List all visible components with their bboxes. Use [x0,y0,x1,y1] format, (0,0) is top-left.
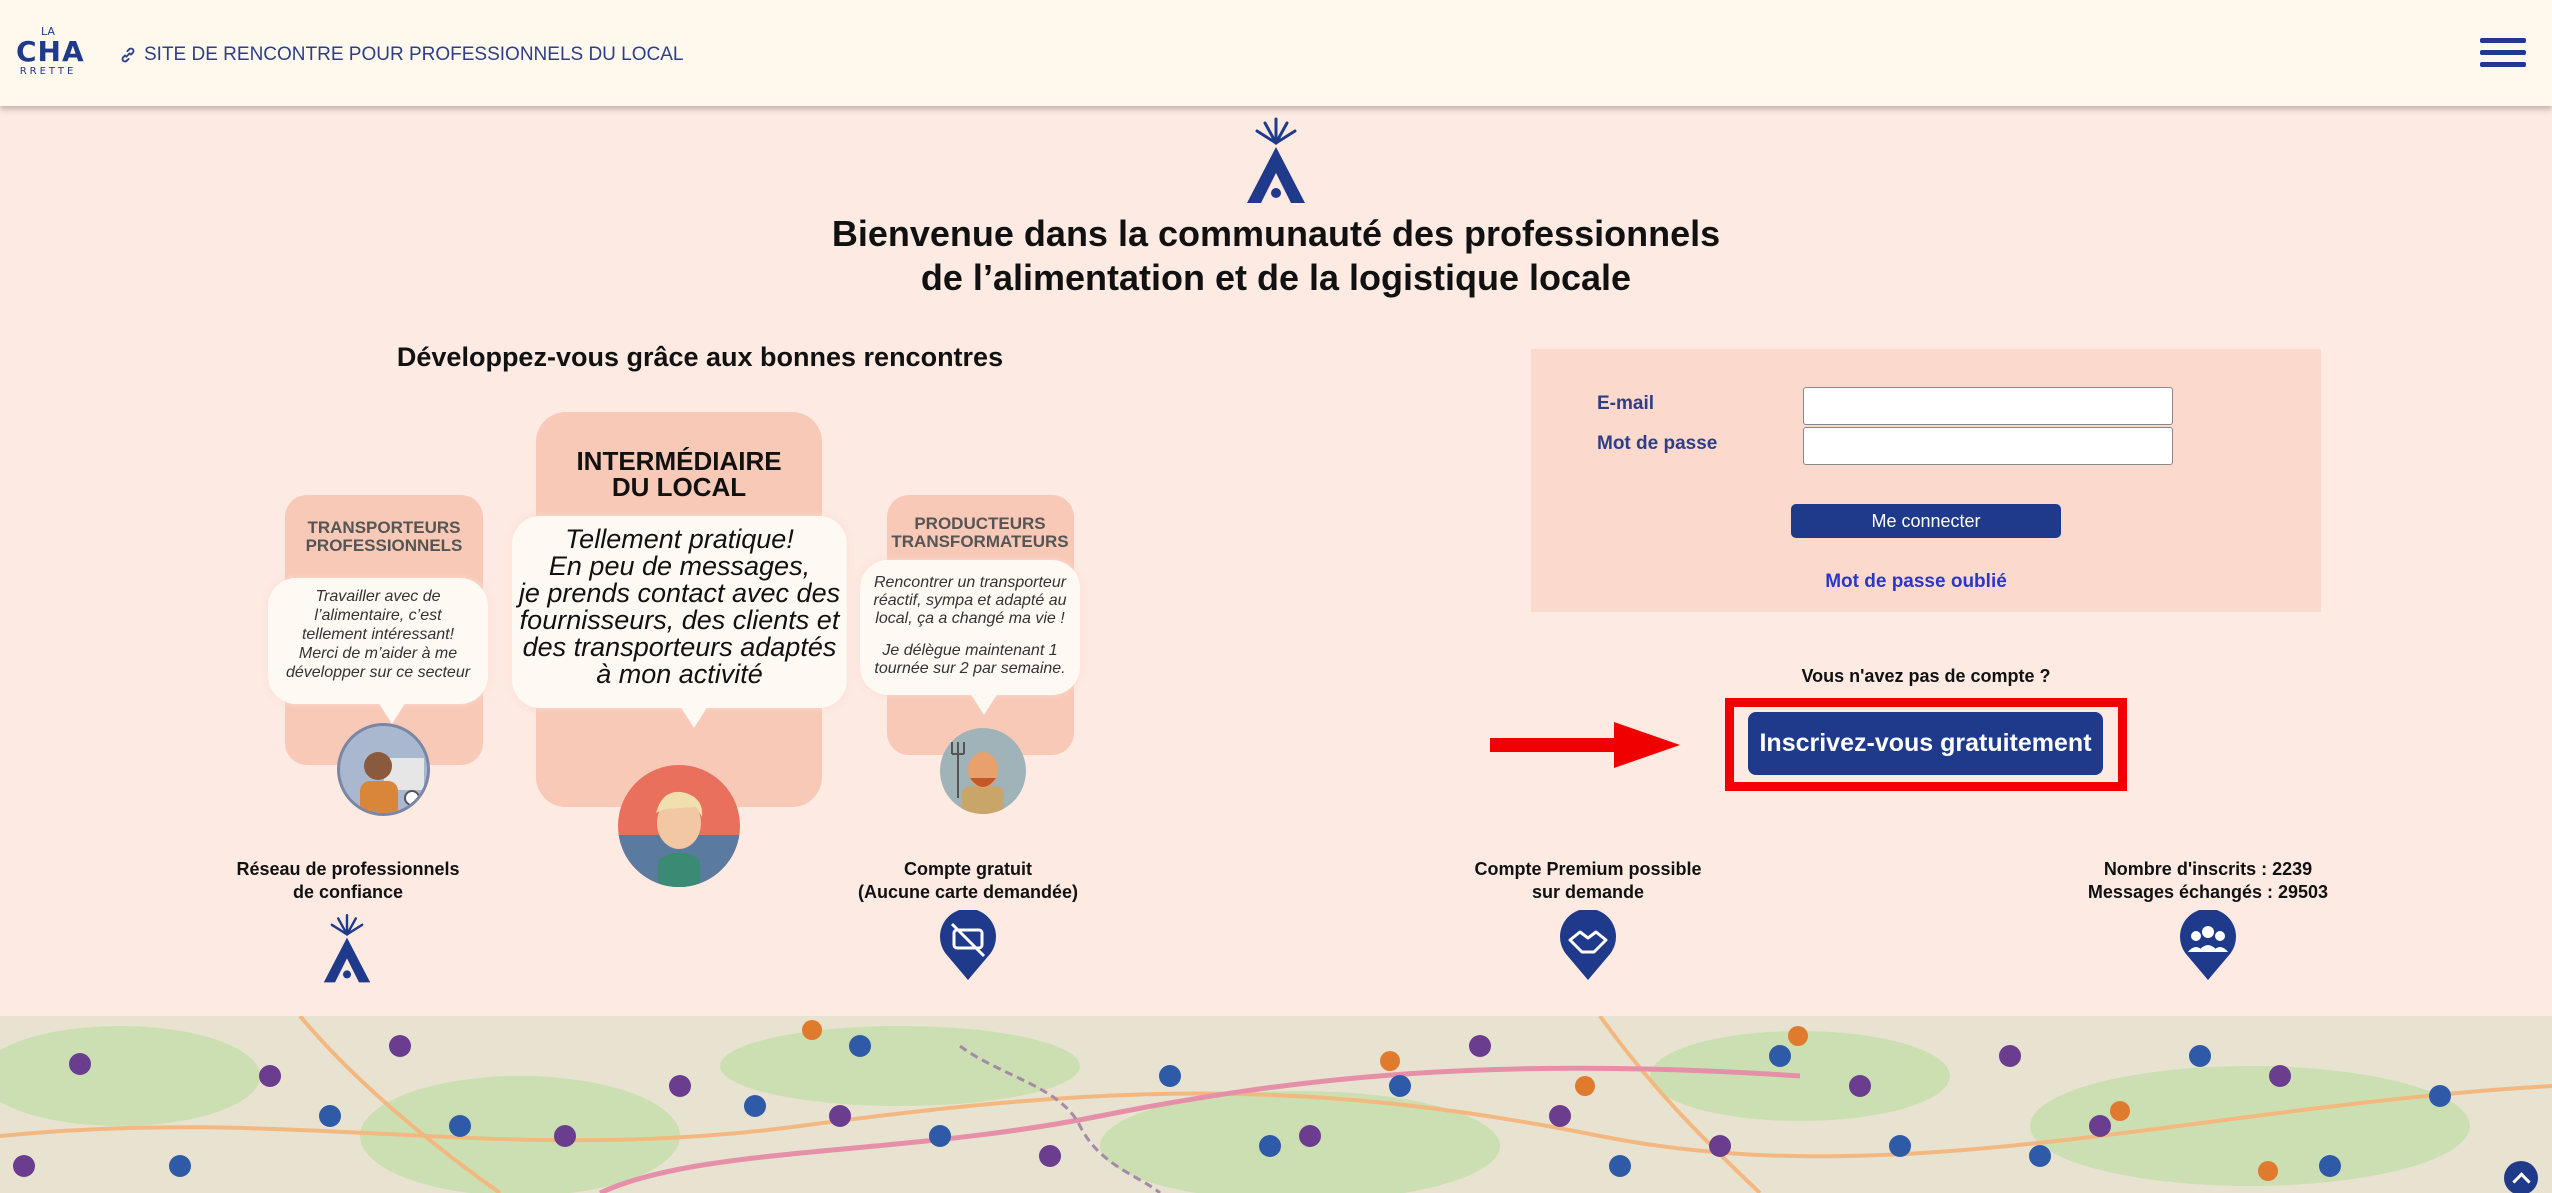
quote-bubble-transporteurs: Travailler avec de l’alimentaire, c’est … [268,578,488,724]
quote-spacer [860,628,1080,642]
site-tagline-link[interactable]: SITE DE RENCONTRE POUR PROFESSIONNELS DU… [118,44,684,66]
feature-line: (Aucune carte demandée) [857,882,1079,902]
password-input[interactable] [1803,427,2173,465]
feature-line: Réseau de professionnels [236,859,460,879]
title-line-1: Bienvenue dans la communauté des profess… [831,213,1721,254]
no-account-text: Vous n'avez pas de compte ? [1801,666,2051,686]
title-line-2: de l’alimentation et de la logistique lo… [920,257,1632,298]
feature-line: Compte Premium possible [1474,859,1702,879]
feature-premium-account: Compte Premium possible sur demande [1398,858,1778,904]
quote-line: Je délègue maintenant 1 [882,642,1058,659]
quote-line: tellement intéressant! [301,626,455,643]
quote-bubble-intermediaire: Tellement pratique! En peu de messages, … [512,516,847,728]
page-title: Bienvenue dans la communauté des profess… [700,212,1852,300]
transporteur-avatar [337,723,430,816]
persona-title-line: PROFESSIONNELS [305,536,463,555]
feature-line: sur demande [1531,882,1645,902]
persona-title-line: TRANSFORMATEURS [891,532,1069,551]
subtitle: Développez-vous grâce aux bonnes rencont… [396,342,1004,372]
quote-line: réactif, sympa et adapté au [873,592,1067,609]
top-navbar: LA CHA RRETTE SITE DE RENCONTRE POUR PRO… [0,0,2552,106]
feature-line: de confiance [292,882,404,902]
link-icon [121,47,135,63]
persona-title-line: PRODUCTEURS [914,514,1046,533]
la-charrette-logo-icon [323,914,371,983]
email-label: E-mail [1597,393,1655,414]
intermediaire-avatar [618,765,740,887]
quote-line: développer sur ce secteur [285,664,471,681]
login-form: E-mail Mot de passe Me connecter Mot de … [1531,349,2321,612]
red-arrow-annotation [1490,722,1680,768]
quote-line: à mon activité [596,659,763,689]
persona-title-line: INTERMÉDIAIRE [576,446,782,476]
feature-trusted-network: Réseau de professionnels de confiance [158,858,538,904]
logo-top-text: LA [41,25,55,38]
quote-line: tournée sur 2 par semaine. [874,660,1066,677]
no-card-pin-icon [940,910,996,980]
scroll-to-top-button[interactable] [2504,1161,2538,1193]
persona-title-line: TRANSPORTEURS [307,518,461,537]
quote-line: local, ça a changé ma vie ! [875,610,1065,627]
forgot-password-link[interactable]: Mot de passe oublié [1825,571,2007,592]
password-label: Mot de passe [1597,433,1718,454]
feature-free-account: Compte gratuit (Aucune carte demandée) [778,858,1158,904]
map-background [0,1016,2552,1193]
tagline-text: SITE DE RENCONTRE POUR PROFESSIONNELS DU… [144,44,684,65]
messages-count: Messages échangés : 29503 [2087,882,2329,902]
email-input[interactable] [1803,387,2173,425]
users-pin-icon [2180,910,2236,980]
handshake-pin-icon [1560,910,1616,980]
producteur-avatar [940,728,1026,814]
persona-title-line: DU LOCAL [611,472,747,502]
quote-line: Tellement pratique! [565,524,794,554]
quote-line: fournisseurs, des clients et [519,605,840,635]
logo-middle-text: CHA [16,35,85,68]
quote-line: Travailler avec de [315,588,441,605]
hamburger-menu-icon[interactable] [2480,36,2528,70]
quote-line: En peu de messages, [548,551,811,581]
feature-stats: Nombre d'inscrits : 2239 Messages échang… [2018,858,2398,904]
la-charrette-logo[interactable]: LA CHA RRETTE [16,25,85,80]
feature-line: Compte gratuit [904,859,1032,879]
la-charrette-a-logo-icon [1247,117,1305,203]
quote-line: je prends contact avec des [518,578,841,608]
login-button[interactable]: Me connecter [1791,504,2061,538]
signup-button[interactable]: Inscrivez-vous gratuitement [1748,712,2103,775]
registered-count: Nombre d'inscrits : 2239 [2103,859,2313,879]
quote-line: Rencontrer un transporteur [873,574,1067,591]
quote-line: l’alimentaire, c’est [314,607,442,624]
quote-line: des transporteurs adaptés [522,632,837,662]
persona-title-intermediaire: INTERMÉDIAIRE DU LOCAL [536,448,822,500]
signup-highlight-frame [1725,698,2127,791]
persona-title-producteurs: PRODUCTEURS TRANSFORMATEURS [870,515,1090,551]
persona-title-transporteurs: TRANSPORTEURS PROFESSIONNELS [285,519,483,555]
members-map[interactable] [0,1016,2552,1193]
quote-line: Merci de m’aider à me [298,645,458,662]
logo-bottom-text: RRETTE [19,66,77,77]
quote-bubble-producteurs: Rencontrer un transporteur réactif, symp… [860,560,1080,715]
